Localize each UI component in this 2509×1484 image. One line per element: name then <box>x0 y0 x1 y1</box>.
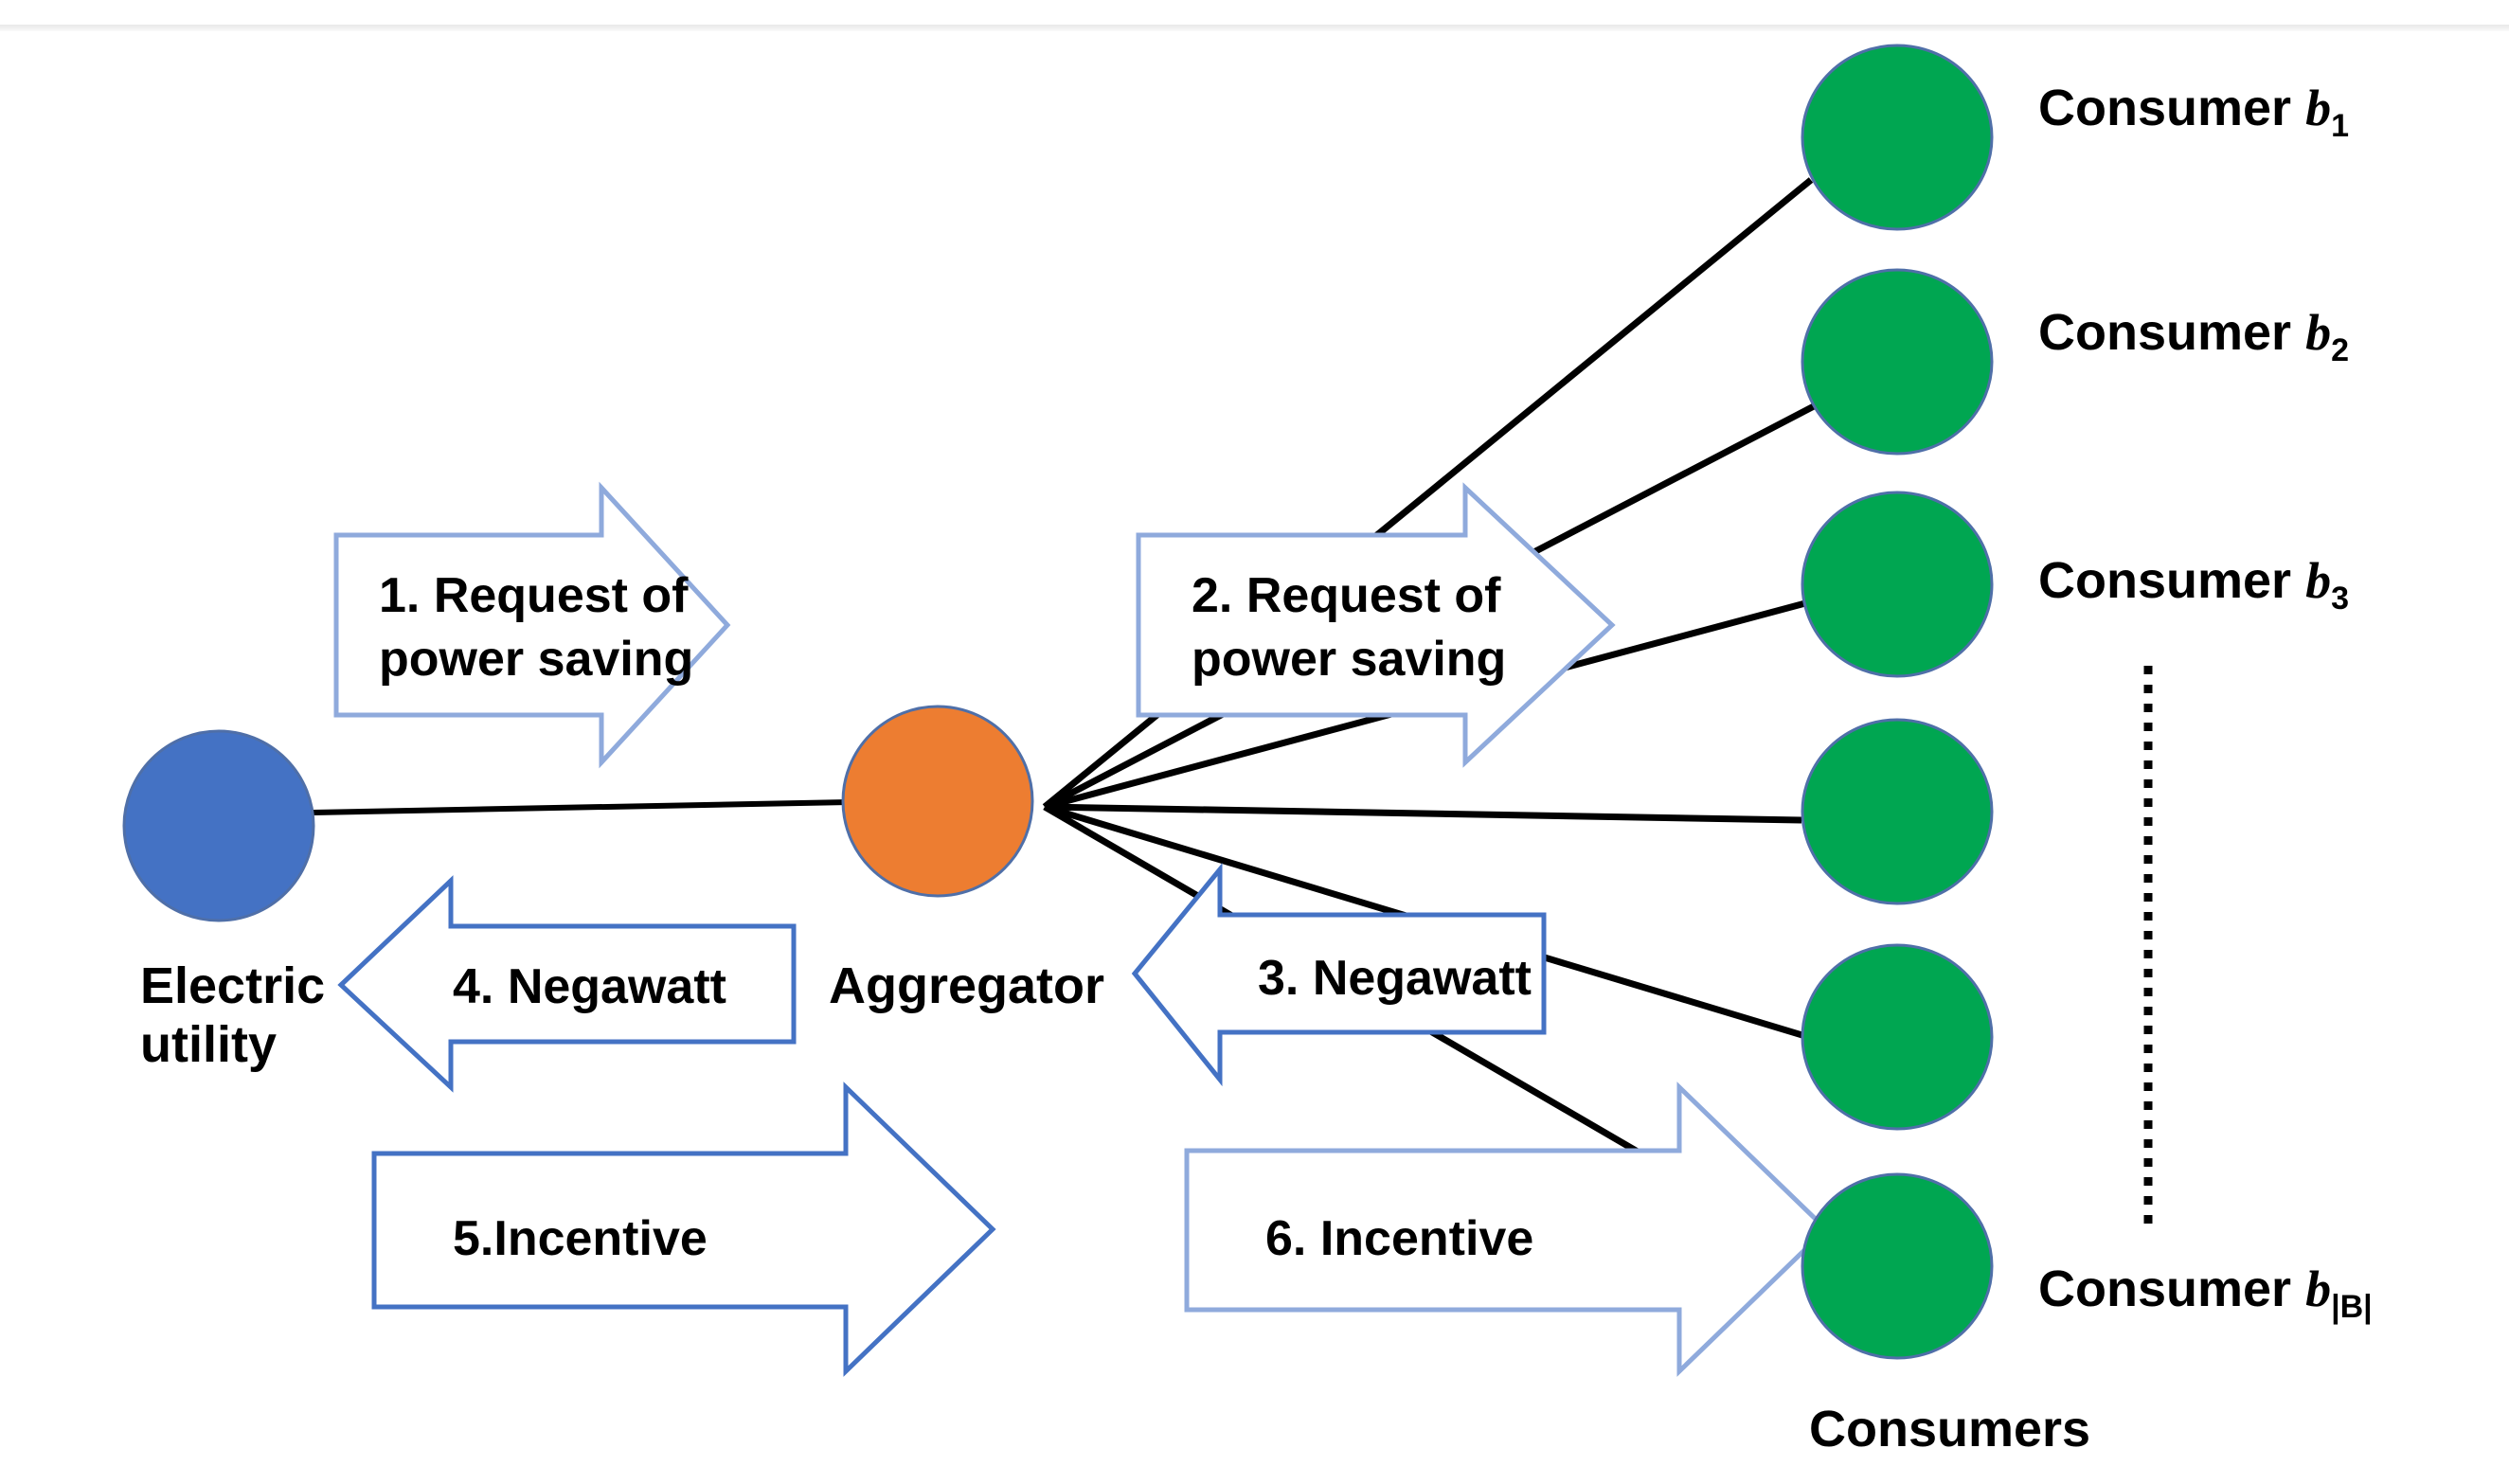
consumer-label-6: Consumer b|B| <box>2038 1260 2373 1326</box>
arrow-3-shape[interactable] <box>1131 862 1547 1087</box>
consumer-label-2: Consumer b2 <box>2038 303 2349 369</box>
consumer-label-3-sub: 3 <box>2331 580 2349 617</box>
arrow-4-shape[interactable] <box>337 875 797 1093</box>
slide-top-strip <box>0 25 2509 31</box>
node-consumer-5[interactable] <box>1801 943 1994 1131</box>
arrow-6-shape[interactable] <box>1184 1082 1830 1377</box>
consumer-label-6-prefix: Consumer <box>2038 1261 2292 1317</box>
link-aggregator-consumer-4 <box>1044 803 1802 824</box>
consumer-label-1-prefix: Consumer <box>2038 80 2292 136</box>
node-label-electric-utility-line2: utility <box>140 1016 277 1074</box>
consumer-label-2-prefix: Consumer <box>2038 304 2292 361</box>
arrow-5-shape[interactable] <box>371 1082 996 1377</box>
node-consumer-4[interactable] <box>1801 718 1994 905</box>
link-utility-aggregator <box>313 799 849 815</box>
consumer-label-2-var: b <box>2305 304 2332 361</box>
consumer-label-3: Consumer b3 <box>2038 551 2349 617</box>
arrow-2-shape[interactable] <box>1136 482 1616 768</box>
consumer-label-1-var: b <box>2305 80 2332 136</box>
node-consumer-6[interactable] <box>1801 1172 1994 1360</box>
arrow-1-shape[interactable] <box>333 481 731 769</box>
consumer-label-3-var: b <box>2305 552 2332 609</box>
consumer-label-1: Consumer b1 <box>2038 79 2349 145</box>
consumer-label-6-var: b <box>2305 1261 2332 1317</box>
node-label-aggregator: Aggregator <box>829 957 1105 1014</box>
consumer-label-2-sub: 2 <box>2331 331 2349 368</box>
node-electric-utility[interactable] <box>122 729 315 922</box>
node-consumer-1[interactable] <box>1801 44 1994 231</box>
consumers-group-label: Consumers <box>1809 1401 2091 1457</box>
node-consumer-2[interactable] <box>1801 268 1994 456</box>
node-label-electric-utility: Electric utility <box>140 957 325 1074</box>
node-aggregator[interactable] <box>841 705 1034 898</box>
consumer-label-6-sub: |B| <box>2331 1288 2373 1325</box>
node-label-electric-utility-line1: Electric <box>140 957 326 1014</box>
node-consumer-3[interactable] <box>1801 491 1994 678</box>
consumer-label-3-prefix: Consumer <box>2038 552 2292 609</box>
consumer-label-1-sub: 1 <box>2331 107 2349 144</box>
link-aggregator-consumers <box>1042 177 1839 1266</box>
